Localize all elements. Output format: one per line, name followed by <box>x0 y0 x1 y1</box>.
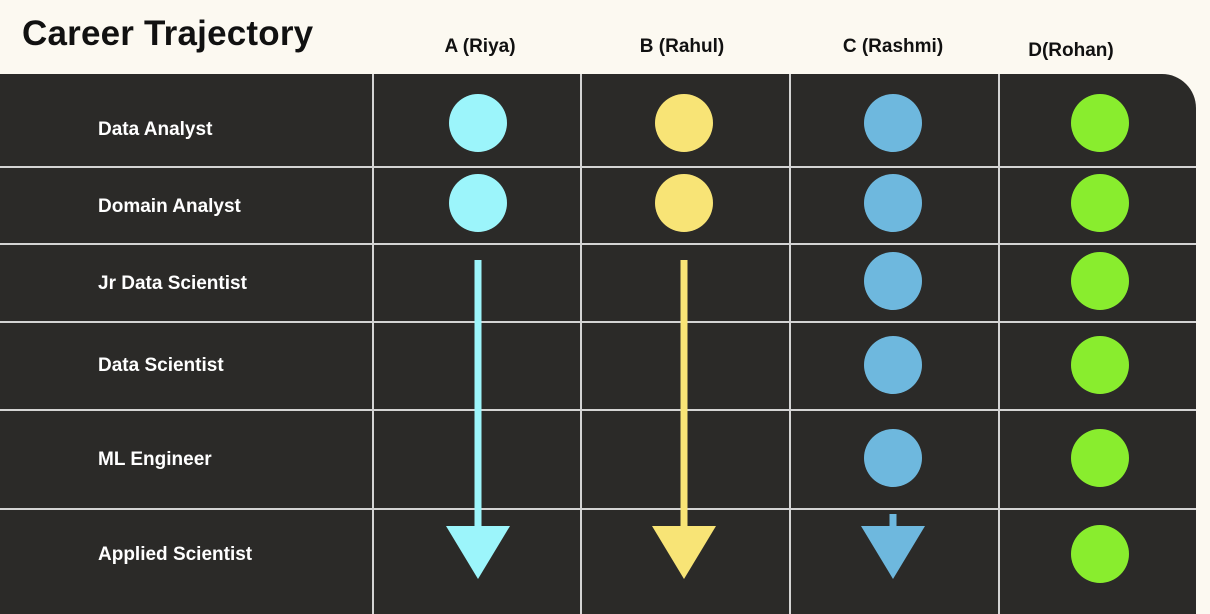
dot-2-4 <box>864 429 922 487</box>
column-header-b: B (Rahul) <box>639 36 725 57</box>
trajectory-board: Data Analyst Domain Analyst Jr Data Scie… <box>0 74 1196 614</box>
dot-2-2 <box>864 252 922 310</box>
column-header-a: A (Riya) <box>444 36 516 57</box>
dot-0-1 <box>449 174 507 232</box>
row-label-data-scientist: Data Scientist <box>98 355 224 376</box>
arrow-head-1 <box>652 526 716 579</box>
dot-3-3 <box>1071 336 1129 394</box>
arrow-head-2 <box>861 526 925 579</box>
dot-1-1 <box>655 174 713 232</box>
page-title: Career Trajectory <box>22 14 314 53</box>
dot-3-1 <box>1071 174 1129 232</box>
dot-2-3 <box>864 336 922 394</box>
dot-3-5 <box>1071 525 1129 583</box>
trajectory-grid <box>0 74 1196 614</box>
row-label-jr-data-scientist: Jr Data Scientist <box>98 273 247 294</box>
dot-3-4 <box>1071 429 1129 487</box>
row-label-ml-engineer: ML Engineer <box>98 449 212 470</box>
row-label-data-analyst: Data Analyst <box>98 119 213 140</box>
dot-1-0 <box>655 94 713 152</box>
dot-2-0 <box>864 94 922 152</box>
dot-3-0 <box>1071 94 1129 152</box>
row-label-domain-analyst: Domain Analyst <box>98 196 241 217</box>
dot-0-0 <box>449 94 507 152</box>
arrow-head-0 <box>446 526 510 579</box>
row-label-applied-scientist: Applied Scientist <box>98 544 253 565</box>
column-header-c: C (Rashmi) <box>842 36 944 57</box>
dot-2-1 <box>864 174 922 232</box>
dot-3-2 <box>1071 252 1129 310</box>
column-header-d: D(Rohan) <box>1028 40 1114 61</box>
